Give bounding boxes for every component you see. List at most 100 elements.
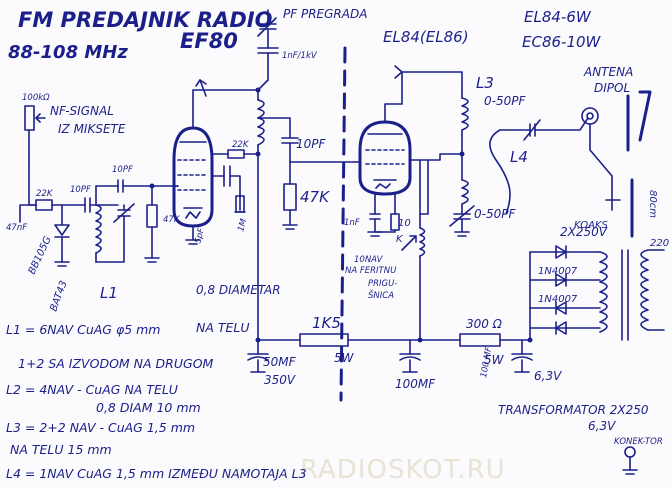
koax-label: KOAKS [574,220,609,231]
dipole-length-label: 80cm [647,190,658,218]
l4-label: L4 [510,148,528,166]
varicap-diode [54,204,70,263]
coil-l3 [461,89,469,215]
cap-50mf [247,339,269,373]
power-transformer [599,249,665,341]
diode-2-label: 1N4007 [538,294,578,305]
ground-ef80 [185,225,201,245]
pa-note-2: EC86-10W [522,33,602,51]
cap-350v-label: 350V [264,373,296,387]
coil-note-5: 0,8 DIAM 10 mm [96,400,201,415]
transformer-label-1: TRANSFORMATOR 2X250 [498,403,649,417]
coil-note-2: NA TELU [196,320,250,335]
pa-tube-label: EL84(EL86) [383,28,469,46]
resistor-5w-b-label: 5W [484,353,505,367]
resistor-1m-label: 1M [236,217,249,233]
iz-miksete-label: IZ MIKSETE [58,122,126,136]
ground-pa-grid [282,209,298,230]
trimmer-top-label: 0-50PF [484,94,526,108]
potentiometer [24,105,46,161]
resistor-47k-pa-label: 47K [300,188,330,206]
choke-note-2: NA FERITNU [345,266,397,276]
coil-l4 [489,129,511,215]
resistor-22k-grid-label: 22K [232,140,250,150]
mains-220-label: 220 [650,238,669,249]
cap-100mf-label: 100MF [395,377,436,391]
l3-label: L3 [476,74,494,92]
osc-tube-label: EF80 [180,29,238,53]
coil-note-1: L1 = 6NAV CuAG φ5 mm [6,322,160,337]
antenna-label-2: DIPOL [594,81,630,95]
cap-10pf-a-label: 10PF [70,185,91,195]
resistor-300 [459,333,501,347]
coil-note-3: 1+2 SA IZVODOM NA DRUGOM [18,356,214,371]
tube-el84 [358,120,412,196]
ground-varicap [54,261,70,267]
rf-choke [419,159,426,341]
resistor-22k-input [35,199,53,211]
coil-note-8: L4 = 1NAV CuAG 1,5 mm IZMEĐU NAMOTAJA L3 [6,466,307,481]
trimmer-bottom-label: 0-50PF [474,207,516,221]
cap-1nf-pa-label: 1nF [344,218,360,228]
cap-screen [223,165,231,187]
coil-note-4: L2 = 4NAV - CuAG NA TELU [6,382,178,397]
choke-note-3: PRIGU- [368,279,397,289]
nf-signal-label: NF-SIGNAL [50,104,114,118]
resistor-300-label: 300 Ω [466,317,503,331]
diode-note-label: 2X250V [560,225,608,239]
cap-100mf-b [511,339,533,373]
pregrada-cap-label: 1nF/1kV [282,51,318,61]
antenna-label-1: ANTENA [583,65,633,79]
antenna-connector [581,107,599,125]
resistor-22k-grid [227,149,245,159]
coil-note-6: L3 = 2+2 NAV - CuAG 1,5 mm [6,420,195,435]
choke-note-4: ŠNICA [368,289,394,301]
coil-l2 [257,89,265,155]
cap-50mf-label: 50MF [263,355,297,369]
frequency-label: 88-108 MHz [8,42,128,63]
resistor-5w-label: 5W [334,351,355,365]
pregrada-label: PF PREGRADA [283,7,367,21]
cap-5pf-label: 5pF [193,227,207,245]
cap-47nf-label: 47nF [6,223,27,233]
title: FM PREDAJNIK RADIO [18,8,273,32]
shield-line [339,46,347,402]
resistor-47k-label: 47K [163,215,181,225]
varicap-label: BB105G [27,235,54,277]
konektor-label: KONEK-TOR [614,437,663,447]
bat-label: BAT43 [48,279,69,313]
transformer-label-2: 6,3V [588,419,616,433]
resistor-47k [146,204,158,228]
coil-note-7: NA TELU 15 mm [10,442,112,457]
ground-pa [367,231,383,237]
dipole-antenna [605,94,634,238]
tube-ef80 [172,126,214,228]
pot-100k-label: 100kΩ [22,93,50,103]
antenna-arrow [638,90,652,142]
resistor-47k-pa [283,183,297,211]
output-connector [622,446,638,475]
tank-trimmer [113,203,135,251]
cap-10pf-b-label: 10PF [112,165,133,175]
l1-label: L1 [100,284,118,302]
resistor-10-pa-label: 10 [398,218,411,229]
wire-note: 0,8 DIAMETAR [196,283,281,297]
trimmer-bottom [449,205,475,237]
rectifier-bridge [529,245,601,341]
ground-grid [144,257,160,263]
resistor-1k5-label: 1K5 [312,314,341,332]
k-pa-label: K [396,234,404,245]
heater-6v3-label: 6,3V [534,369,562,383]
resistor-22k-input-label: 22K [36,189,54,199]
diode-1-label: 1N4007 [538,266,578,277]
cap-100mf [399,339,421,373]
watermark: RADIOSKOT.RU [300,455,506,485]
pregrada-capacitor [257,9,279,81]
coil-l1 [95,185,102,263]
pa-note-1: EL84-6W [524,8,592,26]
arrow-ef80 [199,79,207,97]
cap-10pf-couple-label: 10PF [296,137,327,151]
choke-note-1: 10NAV [354,255,384,265]
